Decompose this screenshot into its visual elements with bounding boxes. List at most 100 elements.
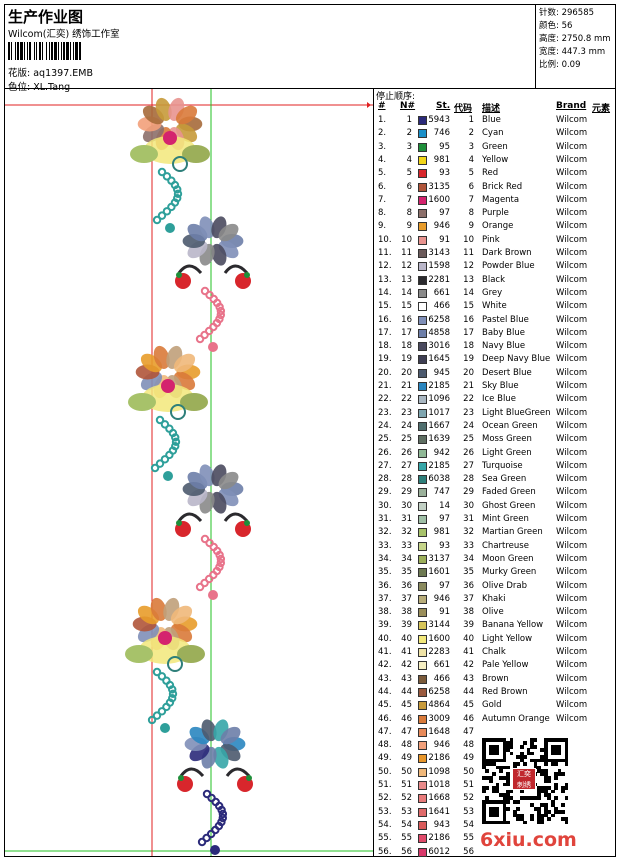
row-description: Red Brown	[482, 686, 528, 697]
scroll	[177, 512, 203, 523]
row-code: 36	[463, 580, 474, 591]
bead-chain	[171, 437, 181, 447]
row-stitches: 95	[439, 141, 450, 152]
row-code: 20	[463, 367, 474, 378]
row-stitches: 1648	[428, 726, 450, 737]
row-stitches: 661	[433, 660, 450, 671]
row-needle: 24	[401, 420, 412, 431]
bead-chain	[167, 202, 176, 212]
row-description: Navy Blue	[482, 341, 526, 352]
color-swatch	[418, 608, 427, 618]
row-stitches: 6038	[428, 474, 450, 485]
color-swatch	[418, 288, 427, 298]
row-brand: Wilcom	[556, 607, 588, 618]
row-stitches: 97	[439, 580, 450, 591]
row-stitches: 746	[433, 128, 450, 139]
row-description: Brick Red	[482, 181, 523, 192]
row-index: 50.	[378, 766, 392, 777]
scroll	[223, 264, 249, 275]
stitch-count: 针数: 296585	[539, 8, 595, 18]
row-index: 46.	[378, 713, 392, 724]
row-index: 12.	[378, 261, 392, 272]
row-needle: 33	[401, 540, 412, 551]
row-index: 25.	[378, 434, 392, 445]
row-stitches: 93	[439, 168, 450, 179]
row-index: 1.	[378, 115, 387, 125]
row-description: Mint Green	[482, 514, 529, 524]
row-code: 55	[463, 833, 474, 844]
row-index: 6.	[378, 181, 387, 192]
row-needle: 21	[401, 381, 412, 391]
row-description: Moon Green	[482, 553, 534, 564]
row-stitches: 942	[433, 447, 450, 458]
row-brand: Wilcom	[556, 354, 588, 365]
design-preview	[5, 89, 373, 856]
row-code: 17	[463, 327, 474, 338]
row-description: Faded Green	[482, 487, 536, 498]
bloom	[161, 379, 175, 393]
row-needle: 44	[401, 686, 412, 697]
row-stitches: 3009	[428, 713, 450, 724]
row-code: 34	[463, 553, 474, 564]
row-code: 4	[468, 154, 474, 165]
bead-chain	[202, 789, 212, 799]
ring	[172, 156, 188, 172]
row-brand: Wilcom	[556, 633, 588, 644]
row-stitches: 3137	[428, 553, 450, 564]
bead-chain	[200, 578, 209, 588]
flower-cluster	[201, 719, 217, 742]
row-needle: 35	[401, 567, 412, 578]
row-stitches: 2281	[428, 274, 450, 285]
col-n: N#	[400, 101, 416, 111]
row-needle: 49	[401, 753, 412, 764]
row-brand: Wilcom	[556, 593, 588, 604]
bead-chain	[206, 829, 216, 839]
row-needle: 19	[401, 354, 412, 365]
row-index: 17.	[378, 327, 392, 338]
row-index: 15.	[378, 301, 392, 312]
row-index: 43.	[378, 673, 392, 684]
row-brand: Wilcom	[556, 474, 588, 485]
bead-chain	[171, 433, 180, 442]
flower-cluster	[175, 105, 198, 125]
row-brand: Wilcom	[556, 141, 588, 152]
row-description: Brown	[482, 673, 509, 684]
row-index: 49.	[378, 753, 392, 764]
color-swatch	[418, 235, 427, 245]
row-brand: Wilcom	[556, 514, 588, 524]
leaf-dot	[244, 520, 250, 526]
row-code: 23	[463, 407, 474, 418]
stats-panel: 针数: 296585 颜色: 56 高度: 2750.8 mm 宽度: 447.…	[535, 4, 616, 88]
row-needle: 27	[401, 460, 412, 471]
row-brand: Wilcom	[556, 128, 588, 139]
row-stitches: 1096	[428, 394, 450, 405]
row-code: 10	[463, 234, 474, 245]
row-needle: 10	[401, 234, 412, 245]
row-code: 45	[463, 700, 474, 711]
row-description: Gold	[482, 700, 502, 711]
color-swatch	[418, 315, 427, 325]
row-index: 14.	[378, 287, 392, 298]
row-brand: Wilcom	[556, 580, 588, 591]
row-description: Banana Yellow	[482, 620, 544, 631]
bead-chain	[168, 689, 178, 699]
color-swatch	[418, 528, 427, 538]
bead-chain	[195, 582, 205, 592]
row-needle: 3	[406, 141, 412, 152]
flower-cluster	[153, 345, 170, 370]
row-index: 2.	[378, 128, 387, 139]
row-stitches: 466	[433, 673, 450, 684]
row-code: 1	[468, 115, 474, 125]
